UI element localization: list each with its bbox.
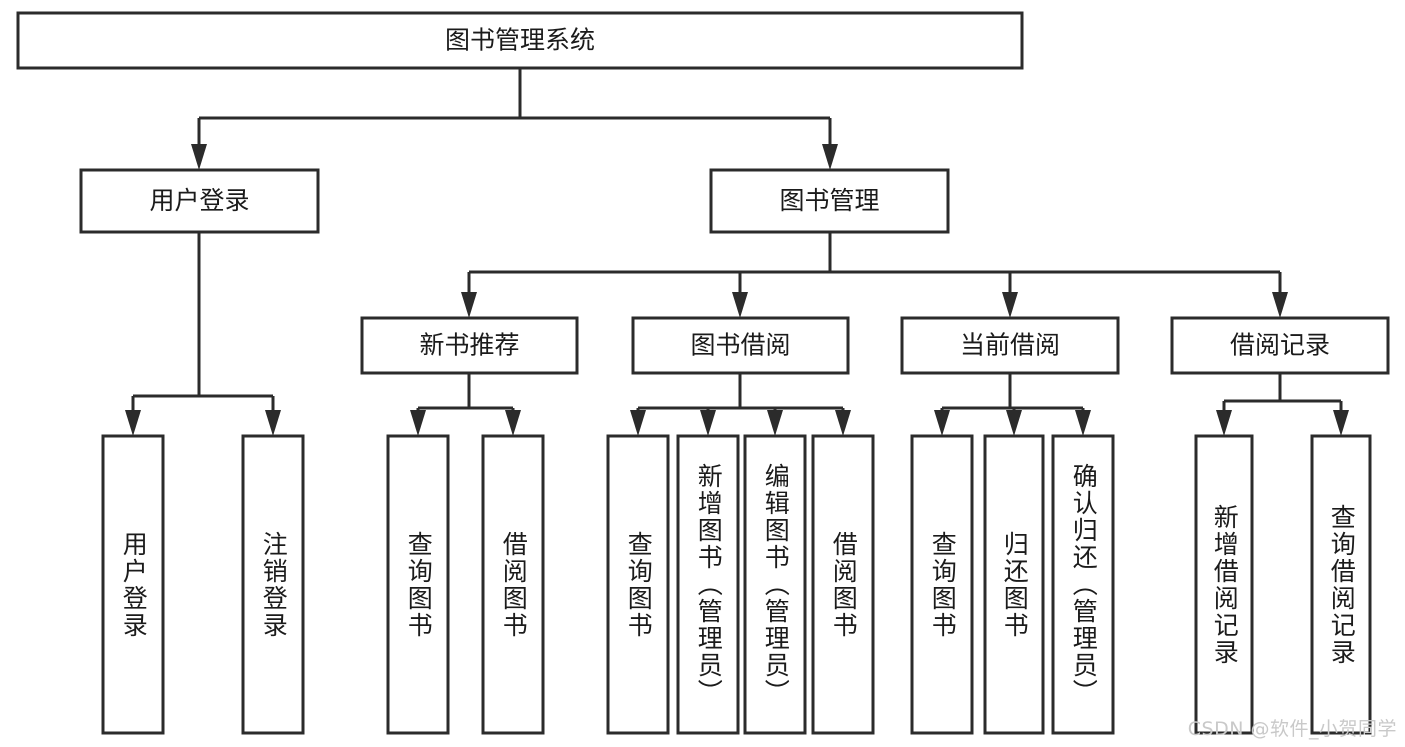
login-to-leaves-arrowhead-1 <box>265 410 281 436</box>
leaf-node-box-3[interactable] <box>481 434 545 735</box>
books-to-level3-arrowhead-0 <box>461 292 477 318</box>
leaf-node-box-4[interactable] <box>606 434 670 735</box>
group1-to-leaves-arrowhead-1 <box>700 410 716 436</box>
level3-node-box-1[interactable] <box>631 316 850 375</box>
leaf-node-box-8[interactable] <box>910 434 974 735</box>
leaf-node-box-12[interactable] <box>1310 434 1372 735</box>
leaf-node-box-1[interactable] <box>241 434 305 735</box>
level3-node-label-3: 借阅记录 <box>1230 331 1330 360</box>
leaf-node-box-9[interactable] <box>983 434 1045 735</box>
books-to-level3-arrowhead-1 <box>732 292 748 318</box>
group3-to-leaves-arrowhead-0 <box>1216 410 1232 436</box>
level2-node-label-1: 图书管理 <box>779 186 879 215</box>
group1-to-leaves-arrowhead-3 <box>835 410 851 436</box>
level2-node-label-0: 用户登录 <box>149 186 249 215</box>
root-to-level2-arrowhead-0 <box>191 144 207 170</box>
leaf-node-box-0[interactable] <box>101 434 165 735</box>
root-node-label: 图书管理系统 <box>445 26 595 55</box>
level3-node-label-2: 当前借阅 <box>960 331 1060 360</box>
leaf-node-box-10[interactable] <box>1051 434 1115 735</box>
level3-node-box-3[interactable] <box>1170 316 1390 375</box>
level3-node-label-1: 图书借阅 <box>690 331 790 360</box>
login-to-leaves-arrowhead-0 <box>125 410 141 436</box>
group2-to-leaves-arrowhead-0 <box>934 410 950 436</box>
group1-to-leaves-arrowhead-0 <box>630 410 646 436</box>
leaf-node-box-2[interactable] <box>386 434 450 735</box>
group2-to-leaves-arrowhead-1 <box>1006 410 1022 436</box>
group0-to-leaves-arrowhead-1 <box>505 410 521 436</box>
group1-to-leaves-arrowhead-2 <box>767 410 783 436</box>
root-to-level2-arrowhead-1 <box>822 144 838 170</box>
level3-node-label-0: 新书推荐 <box>419 331 519 360</box>
connector-layer <box>125 68 1349 436</box>
group2-to-leaves-arrowhead-2 <box>1075 410 1091 436</box>
leaf-node-box-7[interactable] <box>811 434 875 735</box>
level3-node-box-0[interactable] <box>360 316 579 375</box>
level3-node-box-2[interactable] <box>900 316 1120 375</box>
leaf-node-box-5[interactable] <box>676 434 740 735</box>
books-to-level3-arrowhead-2 <box>1002 292 1018 318</box>
group0-to-leaves-arrowhead-0 <box>410 410 426 436</box>
group3-to-leaves-arrowhead-1 <box>1333 410 1349 436</box>
leaf-node-box-6[interactable] <box>743 434 807 735</box>
books-to-level3-arrowhead-3 <box>1272 292 1288 318</box>
level2-node-box-0[interactable] <box>79 168 320 234</box>
level2-node-box-1[interactable] <box>709 168 950 234</box>
root-node-box[interactable] <box>16 11 1024 70</box>
leaf-node-box-11[interactable] <box>1194 434 1254 735</box>
box-layer <box>16 11 1390 735</box>
watermark: CSDN @软件_小贺同学 <box>1187 718 1397 740</box>
